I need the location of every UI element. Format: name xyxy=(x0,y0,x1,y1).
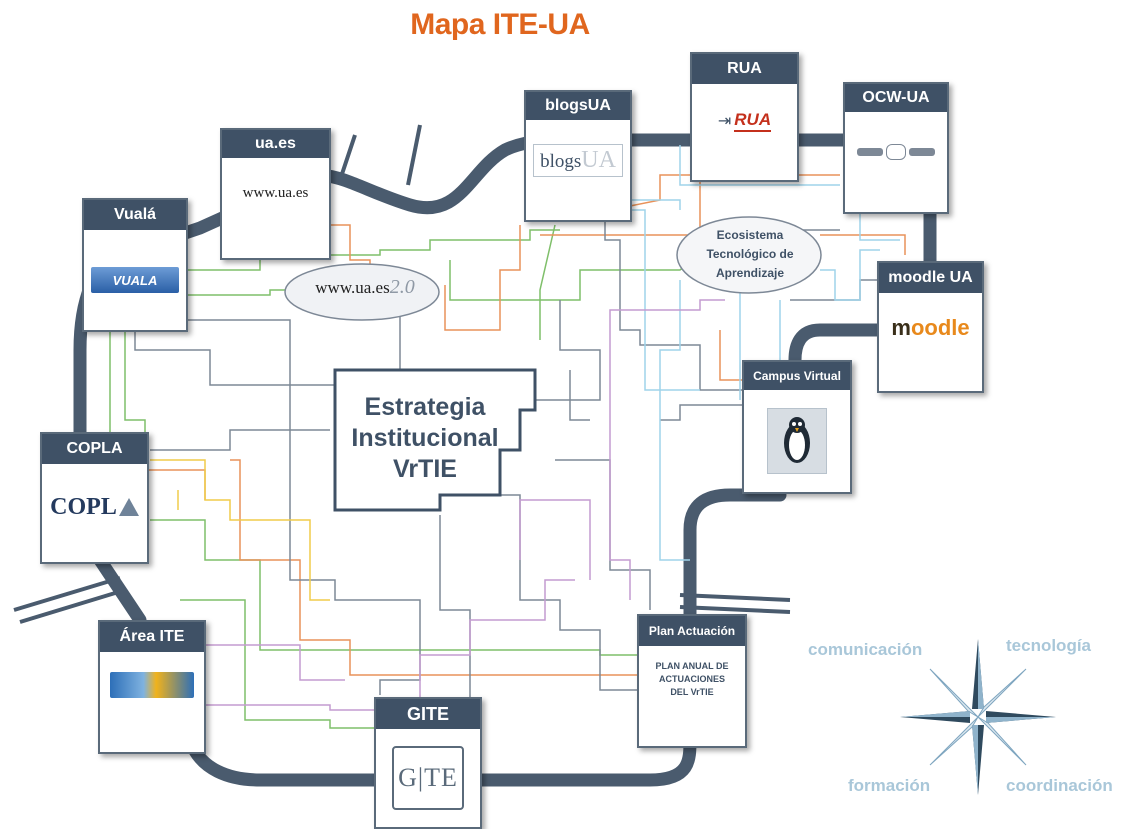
node-vuala-header: Vualá xyxy=(84,200,186,230)
node-plan[interactable]: Plan Actuación PLAN ANUAL DE ACTUACIONES… xyxy=(637,614,747,748)
web20-text: www.ua.es xyxy=(315,278,390,297)
node-rua-header: RUA xyxy=(692,54,797,84)
compass-tecnologia: tecnología xyxy=(1006,636,1092,655)
rua-logo: ⇥ RUA xyxy=(717,110,772,132)
node-moodle[interactable]: moodle UA moodle xyxy=(877,261,984,393)
node-moodle-header: moodle UA xyxy=(879,263,982,293)
compass-formacion: formación xyxy=(848,776,931,795)
side-roads xyxy=(13,124,791,624)
node-gite-header: GITE xyxy=(376,699,480,729)
compass-coordinacion: coordinación xyxy=(1006,776,1113,795)
ocw-logo-icon xyxy=(857,144,935,160)
rua-arrow-icon: ⇥ xyxy=(717,113,732,130)
node-gite[interactable]: GITE G|TE xyxy=(374,697,482,829)
node-blogsua[interactable]: blogsUA blogsUA xyxy=(524,90,632,222)
copla-logo: COPL xyxy=(50,494,139,521)
area-ite-logo xyxy=(110,672,194,698)
node-plan-header: Plan Actuación xyxy=(639,616,745,646)
node-rua[interactable]: RUA ⇥ RUA xyxy=(690,52,799,182)
node-ocwua-header: OCW-UA xyxy=(845,84,947,112)
moodle-logo: moodle xyxy=(891,315,969,341)
blogsua-logo-a: blogs xyxy=(540,150,582,172)
node-copla-header: COPLA xyxy=(42,434,147,464)
web20-ellipse xyxy=(284,263,440,321)
gite-logo-text: G|TE xyxy=(398,763,458,792)
node-area-ite[interactable]: Área ITE xyxy=(98,620,206,754)
node-blogsua-header: blogsUA xyxy=(526,92,630,120)
node-ocwua[interactable]: OCW-UA xyxy=(843,82,949,214)
node-campus[interactable]: Campus Virtual xyxy=(742,360,852,494)
node-area-header: Área ITE xyxy=(100,622,204,652)
rua-logo-text: RUA xyxy=(734,110,772,132)
plan-body: PLAN ANUAL DE ACTUACIONES DEL VrTIE xyxy=(655,660,728,699)
vuala-logo: VUALA xyxy=(91,267,179,293)
plan-body-line: ACTUACIONES xyxy=(658,673,725,684)
gite-logo: G|TE xyxy=(392,746,464,810)
copla-triangle-icon xyxy=(118,498,139,516)
ecosistema-ellipse xyxy=(676,216,822,294)
web20-suffix: 2.0 xyxy=(389,276,415,298)
vuala-logo-text: VUALA xyxy=(112,272,158,288)
node-vuala[interactable]: Vualá VUALA xyxy=(82,198,188,332)
node-uaes-header: ua.es xyxy=(222,130,329,158)
campus-penguin-icon xyxy=(767,408,827,474)
plan-body-line: DEL VrTIE xyxy=(670,686,714,697)
blogsua-logo-b: UA xyxy=(581,146,616,173)
center-line: VrTIE xyxy=(393,455,457,483)
ecosistema-line: Aprendizaje xyxy=(715,266,784,280)
center-line: Estrategia xyxy=(364,393,486,421)
compass-comunicacion: comunicación xyxy=(808,640,923,659)
compass-rose-icon xyxy=(900,639,1056,795)
web20-label[interactable]: www.ua.es2.0 xyxy=(300,276,430,310)
ecosistema-label[interactable]: Ecosistema Tecnológico de Aprendizaje xyxy=(678,226,822,283)
center-line: Institucional xyxy=(351,424,499,452)
copla-logo-text: COPL xyxy=(50,493,117,520)
moodle-logo-rest: oodle xyxy=(910,315,970,340)
page-title: Mapa ITE-UA xyxy=(410,8,590,41)
node-copla[interactable]: COPLA COPL xyxy=(40,432,149,564)
plan-body-line: PLAN ANUAL DE xyxy=(655,660,729,671)
ecosistema-line: Tecnológico de xyxy=(706,247,794,261)
moodle-logo-m: m xyxy=(891,315,911,340)
uaes-link-text: www.ua.es xyxy=(242,184,309,201)
center-label[interactable]: Estrategia Institucional VrTIE xyxy=(340,392,510,485)
ecosistema-line: Ecosistema xyxy=(716,228,784,242)
node-uaes[interactable]: ua.es www.ua.es xyxy=(220,128,331,260)
center-node-shape xyxy=(333,368,537,512)
blogsua-logo: blogsUA xyxy=(533,143,623,177)
node-campus-header: Campus Virtual xyxy=(744,362,850,390)
